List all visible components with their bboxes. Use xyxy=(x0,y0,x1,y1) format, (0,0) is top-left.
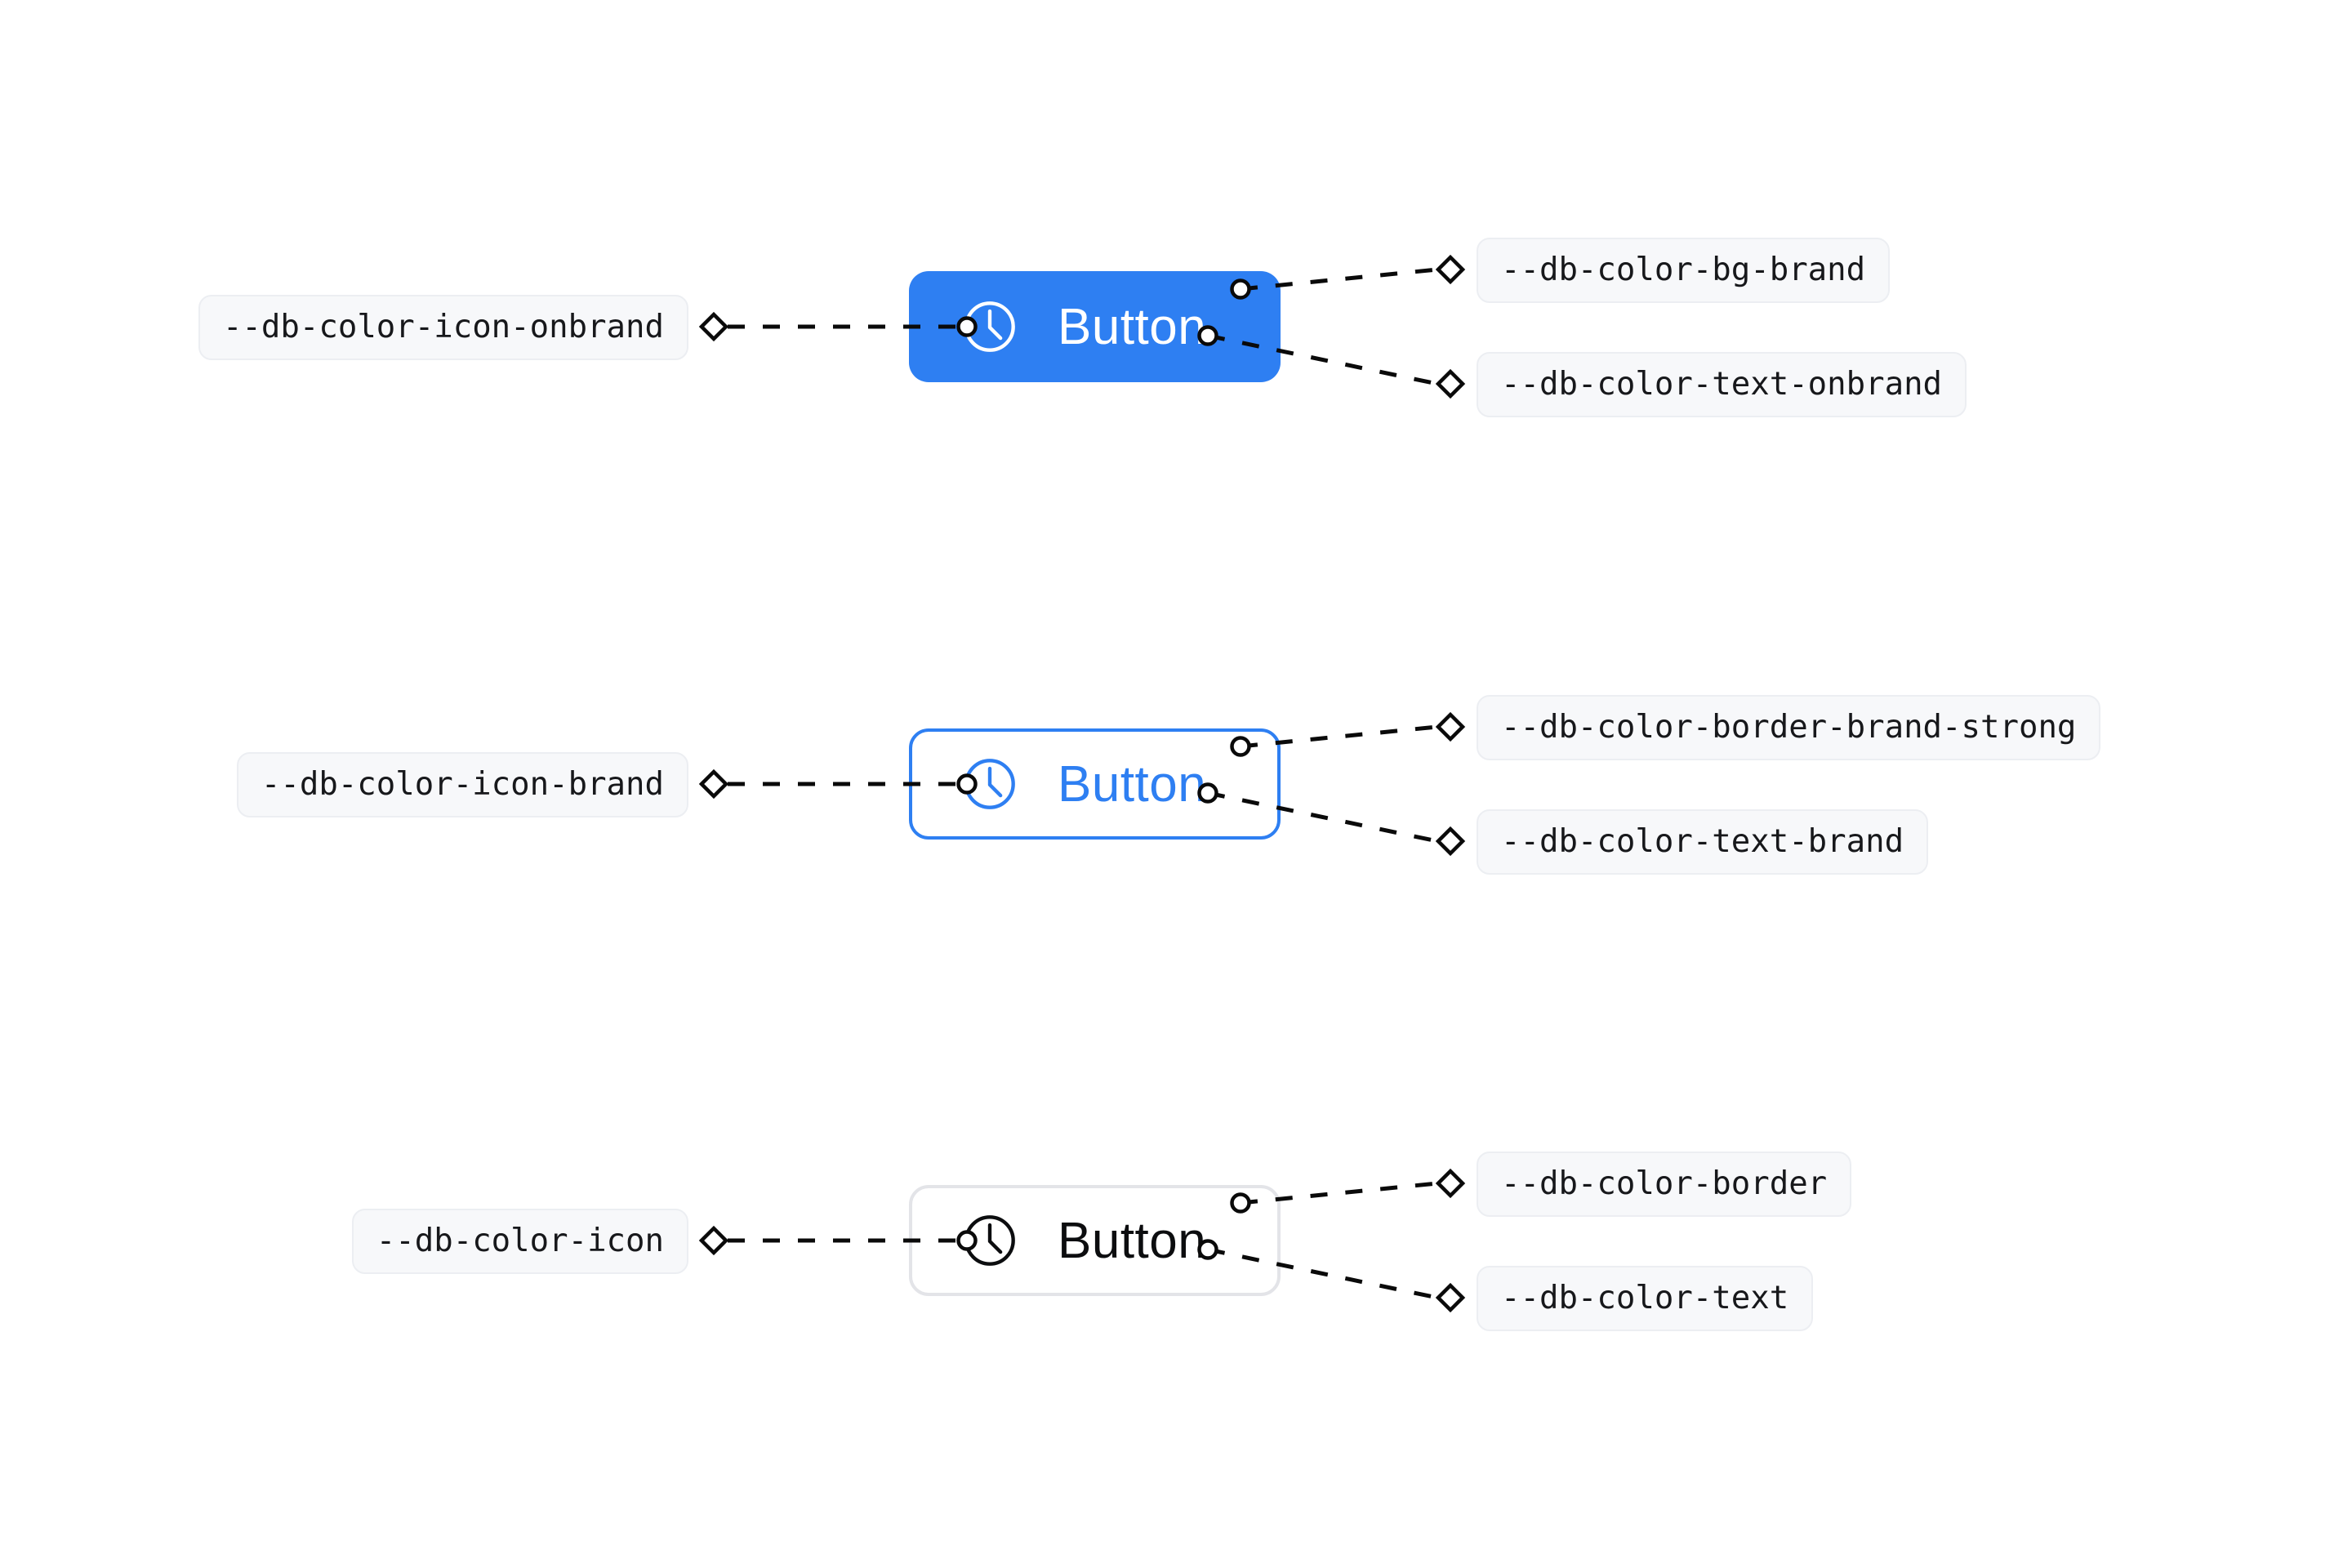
token-pill-icon: --db-color-icon xyxy=(351,1209,688,1274)
token-pill-text-brand: --db-color-text-brand xyxy=(1477,809,1929,875)
diamond-connector-icon xyxy=(1435,1168,1466,1199)
diamond-connector-icon xyxy=(1435,368,1466,399)
diamond-connector-icon xyxy=(698,311,729,342)
token-pill-border-brand-strong: --db-color-border-brand-strong xyxy=(1477,695,2101,760)
token-pill-border: --db-color-border xyxy=(1477,1152,1852,1217)
token-pill-text-onbrand: --db-color-text-onbrand xyxy=(1477,352,1967,417)
diamond-connector-icon xyxy=(1435,826,1466,857)
diamond-connector-icon xyxy=(1435,1282,1466,1313)
clock-icon xyxy=(961,298,1018,355)
button-label: Button xyxy=(1058,298,1207,355)
button-neutral-outline[interactable]: Button xyxy=(909,1185,1281,1296)
token-pill-icon-brand: --db-color-icon-brand xyxy=(236,752,688,817)
token-pill-bg-brand: --db-color-bg-brand xyxy=(1477,238,1891,303)
token-pill-text: --db-color-text xyxy=(1477,1266,1814,1331)
button-brand-outline[interactable]: Button xyxy=(909,728,1281,840)
button-brand-filled[interactable]: Button xyxy=(909,271,1281,382)
button-label: Button xyxy=(1058,755,1207,813)
diamond-connector-icon xyxy=(698,1225,729,1256)
token-pill-icon-onbrand: --db-color-icon-onbrand xyxy=(198,295,688,360)
button-label: Button xyxy=(1058,1212,1207,1269)
diamond-connector-icon xyxy=(1435,711,1466,742)
diamond-connector-icon xyxy=(1435,254,1466,285)
clock-icon xyxy=(961,755,1018,813)
diamond-connector-icon xyxy=(698,768,729,800)
clock-icon xyxy=(961,1212,1018,1269)
